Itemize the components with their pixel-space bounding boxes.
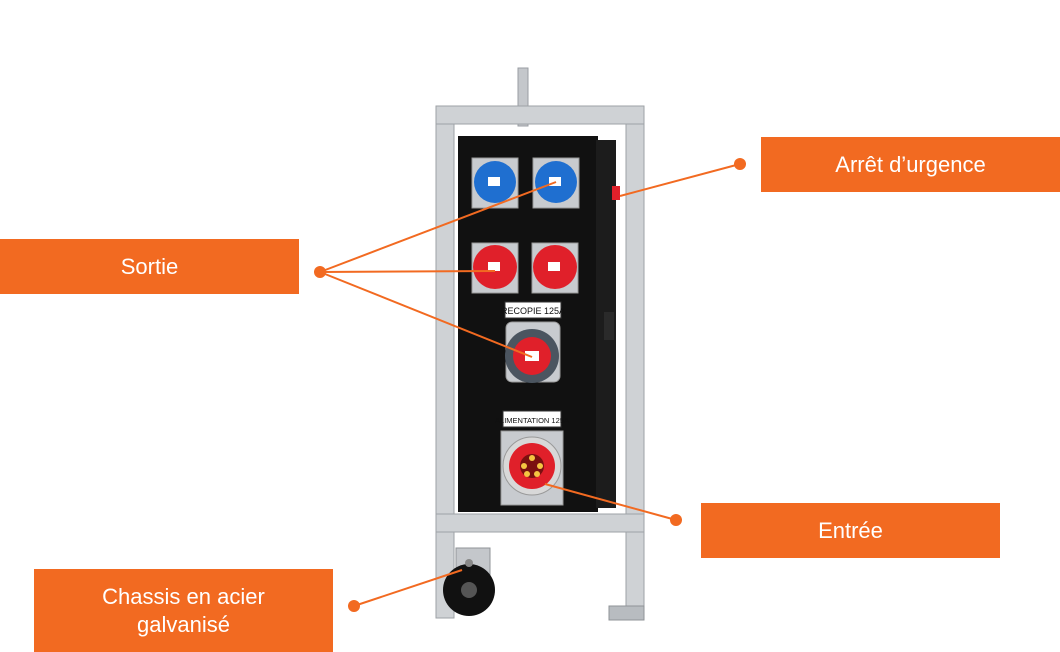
callout-sortie-text: Sortie xyxy=(120,253,179,279)
callout-sortie: Sortie xyxy=(0,239,299,294)
callout-chassis-line1: Chassis en acier xyxy=(102,583,265,609)
lifting-eye xyxy=(517,67,529,127)
blue-outlet xyxy=(471,157,519,209)
callout-chassis: Chassis en acier galvanisé xyxy=(34,569,333,652)
recopie-socket xyxy=(505,321,561,383)
emergency-stop-button xyxy=(612,186,620,200)
callout-dots xyxy=(314,158,746,612)
recopie-label: RECOPIE 125A xyxy=(501,306,565,316)
callout-chassis-line2: galvanisé xyxy=(137,611,230,637)
caster-wheel xyxy=(443,547,495,616)
callout-arret-text: Arrêt d’urgence xyxy=(835,151,986,177)
red-outlet xyxy=(531,242,579,294)
recopie-label-plate xyxy=(504,301,562,319)
red-outlet xyxy=(471,242,519,294)
inlet-plug xyxy=(500,430,564,506)
alimentation-label: ALIMENTATION 125A xyxy=(495,416,569,425)
callout-arret-urgence: Arrêt d’urgence xyxy=(761,137,1060,192)
callout-entree-text: Entrée xyxy=(818,517,883,543)
callout-lines xyxy=(319,163,741,607)
callout-entree: Entrée xyxy=(701,503,1000,558)
galvanized-frame xyxy=(435,105,645,621)
alimentation-label-plate xyxy=(502,410,562,428)
